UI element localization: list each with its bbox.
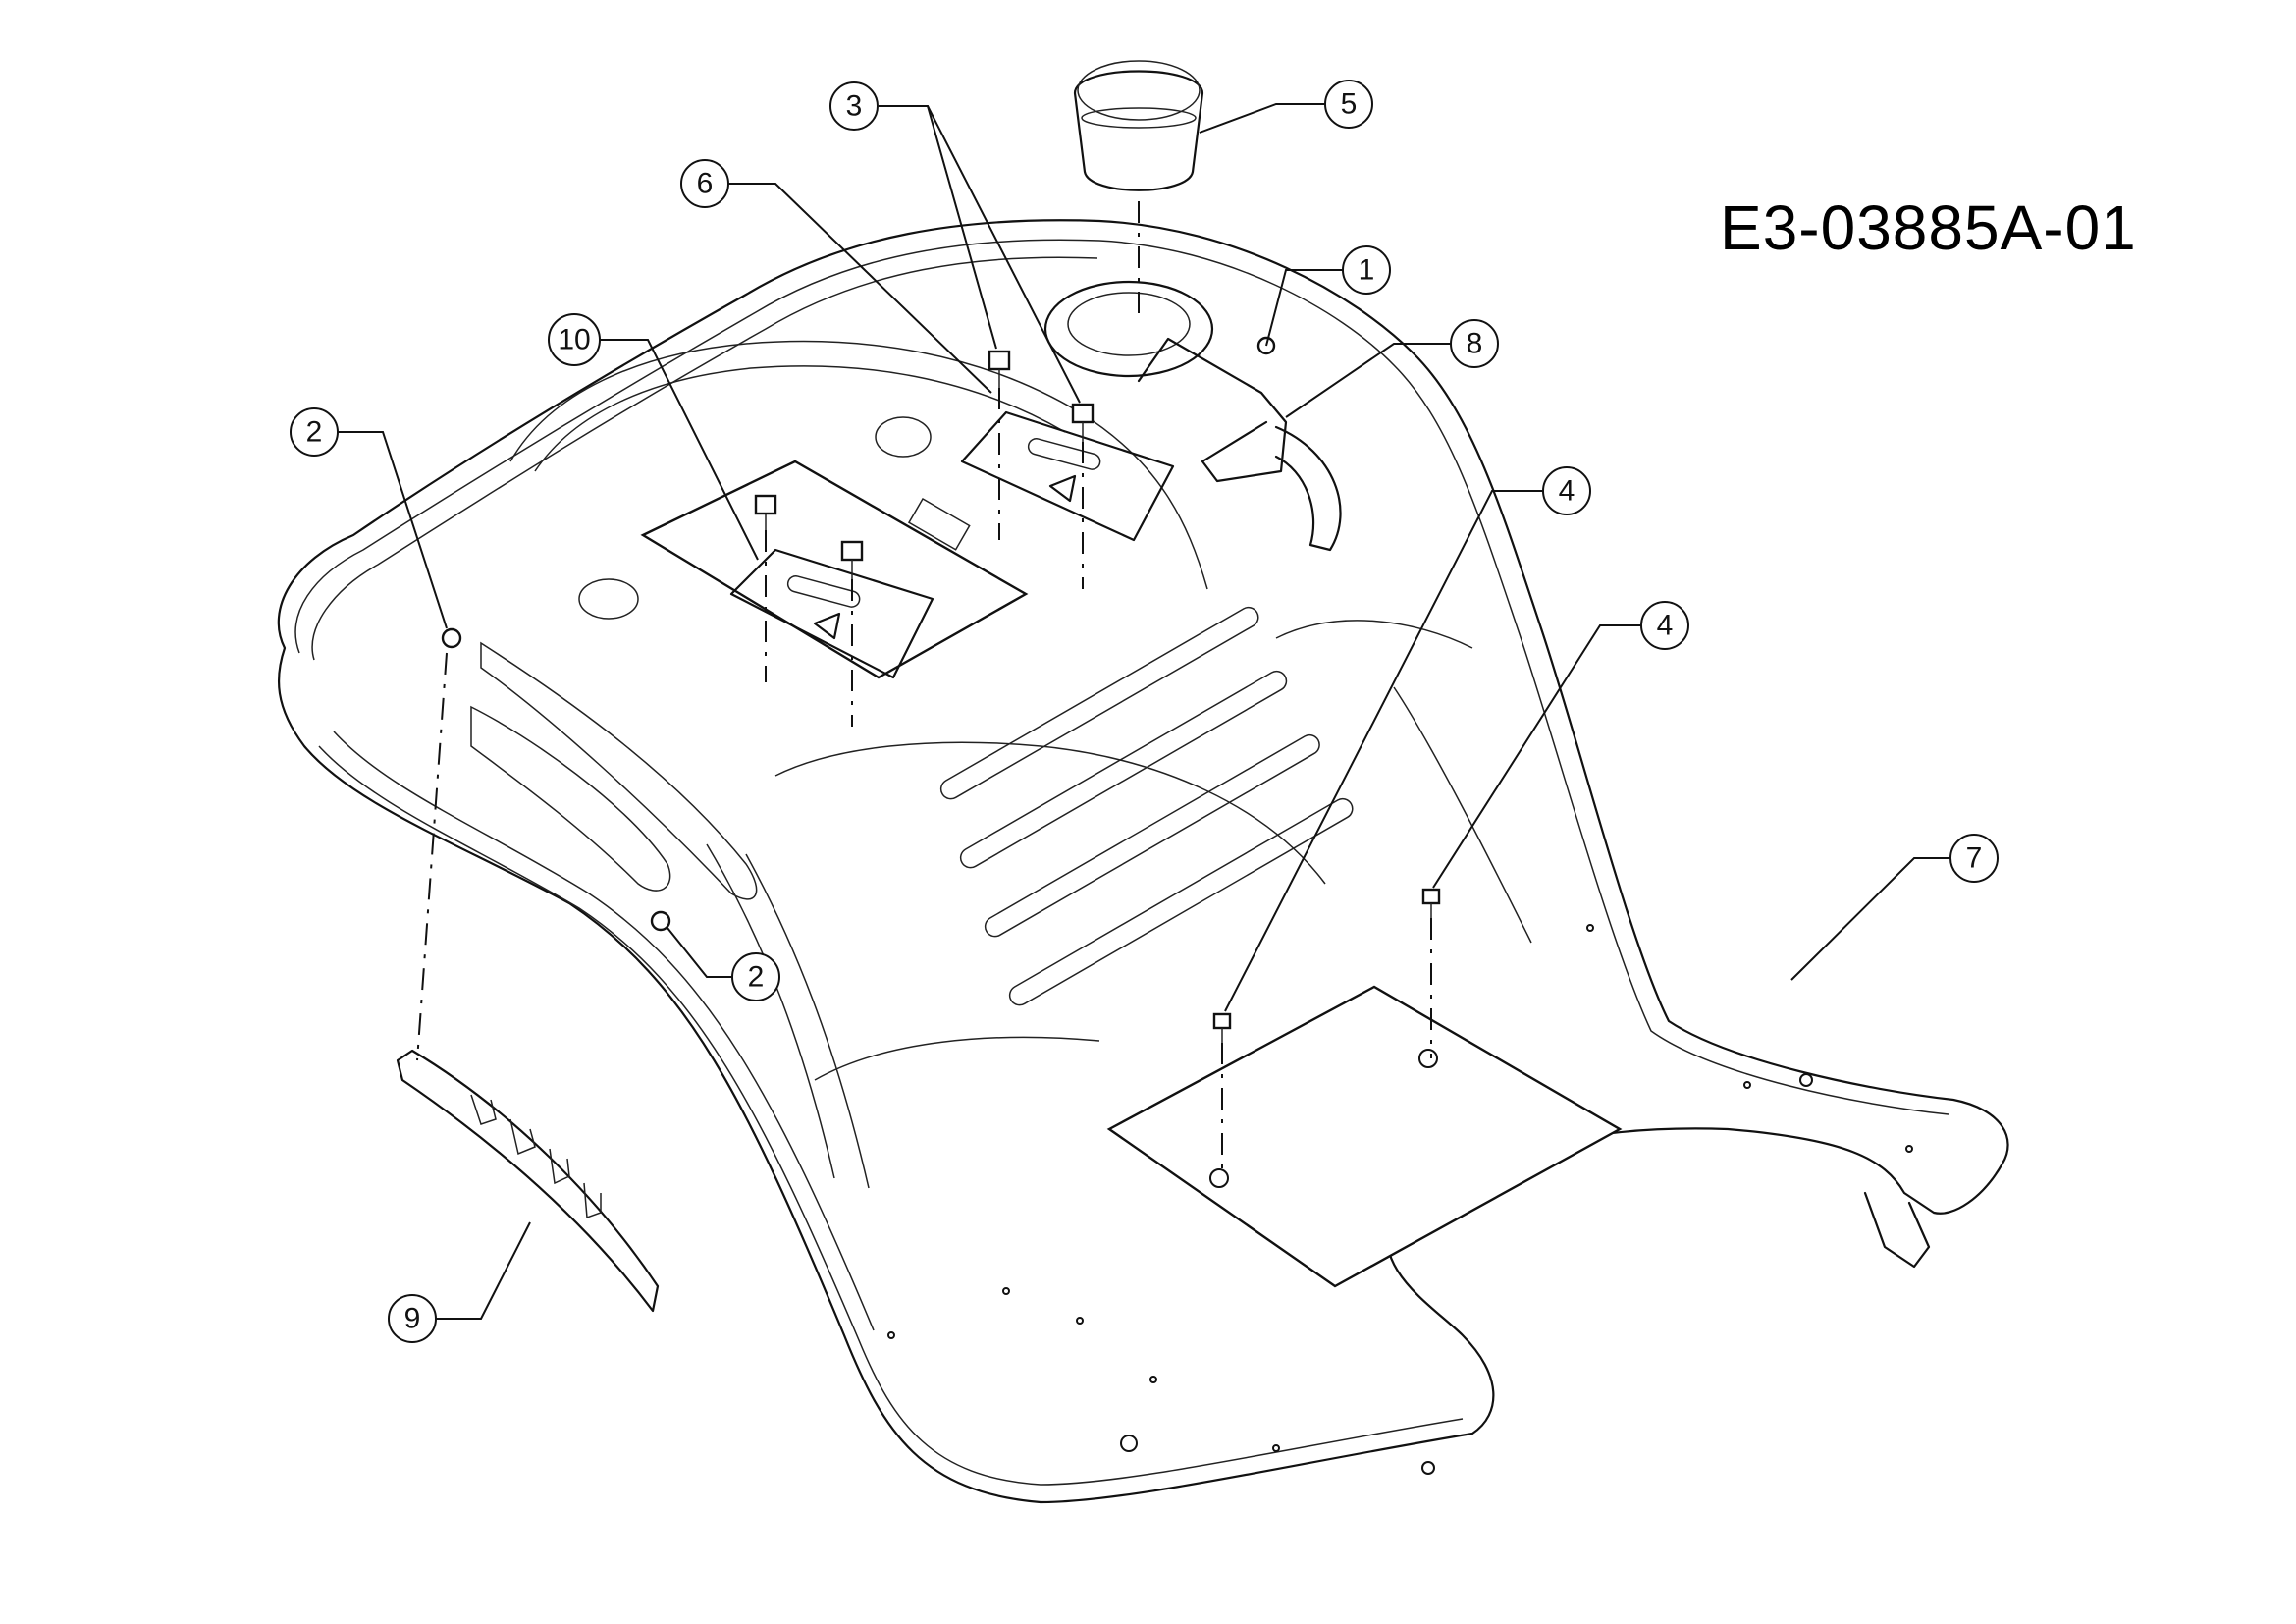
callout-4a: 4 <box>1224 466 1591 1012</box>
seat-adjuster-lower <box>729 548 934 679</box>
bolt <box>988 350 1011 388</box>
callout-9: 9 <box>388 1221 531 1343</box>
adjuster-strip <box>396 1049 660 1313</box>
callout-8-label: 8 <box>1467 328 1483 360</box>
drawing-part-number: E3-03885A-01 <box>1720 192 2137 263</box>
bolt <box>1071 403 1095 442</box>
seat-adjuster-upper <box>960 410 1175 542</box>
assembly-lines <box>416 388 1432 1178</box>
callout-10-label: 10 <box>558 324 590 356</box>
callout-6: 6 <box>680 159 992 394</box>
callout-2a-label: 2 <box>306 416 323 449</box>
callout-1-label: 1 <box>1359 254 1375 287</box>
cup-holder <box>1073 60 1204 191</box>
cup-socket <box>1043 280 1214 378</box>
callout-4a-label: 4 <box>1559 475 1575 508</box>
callout-2b-label: 2 <box>748 961 765 994</box>
screw <box>1421 888 1441 918</box>
callout-5: 5 <box>1199 80 1373 134</box>
callout-3: 3 <box>829 81 1081 404</box>
fasteners <box>441 336 1441 1043</box>
callout-4b: 4 <box>1432 601 1689 889</box>
body-shell <box>277 219 2009 1504</box>
callout-5-label: 5 <box>1341 88 1358 121</box>
callout-9-label: 9 <box>404 1303 421 1335</box>
screw <box>441 627 462 649</box>
screw <box>1212 1012 1232 1043</box>
callout-2b: 2 <box>667 927 780 1001</box>
callout-7: 7 <box>1790 834 1999 981</box>
callout-2a: 2 <box>290 407 448 629</box>
screw <box>650 910 671 932</box>
callout-8: 8 <box>1285 319 1499 418</box>
callout-10: 10 <box>548 313 759 561</box>
callout-7-label: 7 <box>1966 842 1983 875</box>
bolt <box>840 540 864 579</box>
callout-3-label: 3 <box>846 90 863 123</box>
callout-1: 1 <box>1265 245 1391 347</box>
bracket <box>1137 337 1342 552</box>
callout-6-label: 6 <box>697 168 714 200</box>
bolt <box>754 494 777 530</box>
callout-4b-label: 4 <box>1657 610 1674 642</box>
